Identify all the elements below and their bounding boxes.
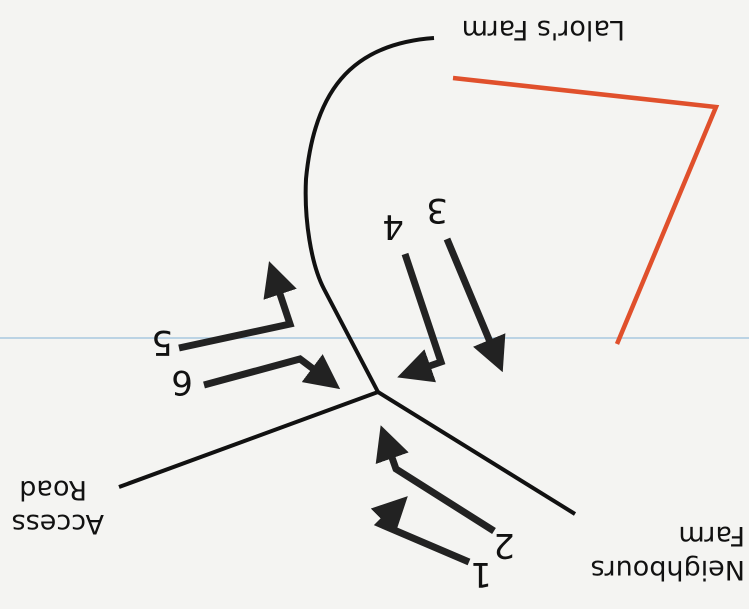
access-road-label-line2: Road bbox=[19, 474, 87, 505]
access-road-label-line1: Access bbox=[12, 508, 104, 539]
movement-number-3: 3 bbox=[426, 190, 448, 230]
movement-number-4: 4 bbox=[382, 206, 404, 246]
farm-boundary-line bbox=[452, 75, 720, 345]
movement-arrow-3 bbox=[443, 237, 506, 373]
neighbours-farm-road bbox=[376, 390, 577, 516]
movement-arrow-2 bbox=[375, 425, 496, 534]
neighbours-farm-label-line2: Farm bbox=[678, 520, 745, 551]
movement-arrow-1 bbox=[370, 496, 471, 566]
neighbours-farm-label-line1: Neighbours bbox=[591, 554, 746, 585]
movement-arrow-4 bbox=[397, 252, 446, 383]
movement-number-5: 5 bbox=[151, 322, 173, 362]
lalors-farm-road bbox=[303, 36, 435, 393]
movement-arrow-6 bbox=[203, 354, 341, 390]
rotated-drawing: 1 2 3 4 5 6 Lalor's Farm Neighbours Farm… bbox=[12, 14, 745, 594]
lalors-farm-label: Lalor's Farm bbox=[462, 14, 625, 45]
access-road bbox=[118, 390, 379, 489]
movement-number-1: 1 bbox=[470, 554, 492, 594]
movement-number-2: 2 bbox=[493, 525, 515, 565]
movement-arrow-5 bbox=[178, 261, 297, 352]
movement-number-6: 6 bbox=[171, 362, 193, 402]
